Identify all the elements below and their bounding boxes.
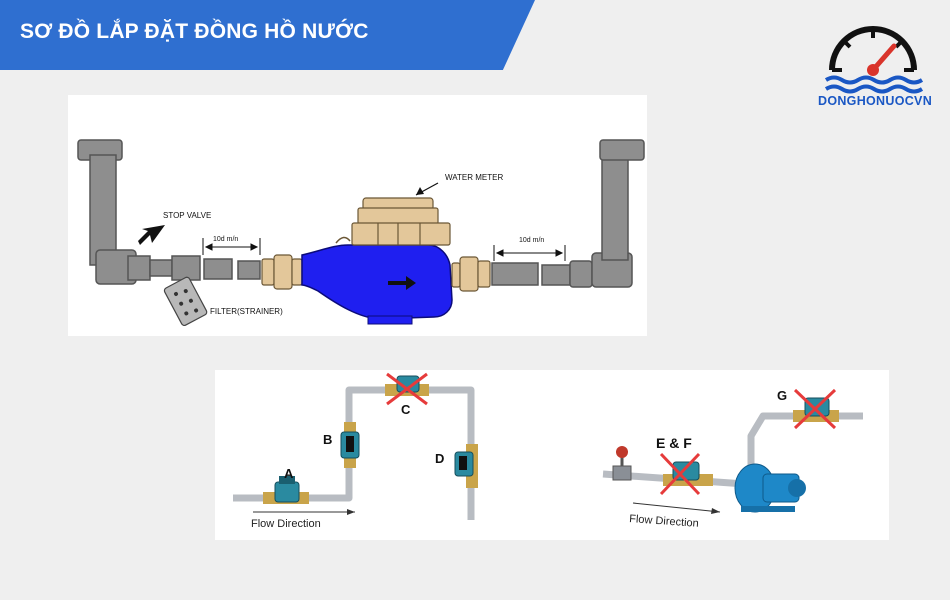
not-recommended-cross-ef — [659, 452, 701, 496]
meter-wire — [335, 236, 351, 244]
label-c: C — [401, 402, 411, 417]
right-distance-label: 10d m/n — [519, 237, 544, 244]
outlet-coupling — [451, 256, 491, 292]
stop-valve-label: STOP VALVE — [163, 211, 211, 220]
page-title: SƠ ĐỒ LẮP ĐẶT ĐỒNG HỒ NƯỚC — [20, 20, 369, 43]
inlet-pipe — [127, 255, 261, 281]
outlet-pipe — [491, 260, 593, 288]
meter-body — [301, 244, 453, 320]
strainer-filter — [163, 276, 208, 327]
not-recommended-cross-g — [793, 388, 837, 430]
gate-valve — [612, 446, 632, 481]
logo-wordmark: DONGHONUOCVN — [818, 94, 933, 108]
title-banner — [0, 0, 535, 70]
left-distance-marker — [202, 238, 261, 255]
pump — [734, 463, 806, 513]
gauge-water-icon — [824, 26, 924, 94]
flow-direction-left: Flow Direction — [251, 518, 321, 530]
meter-a — [263, 476, 309, 504]
filter-label: FILTER(STRAINER) — [210, 307, 283, 316]
flow-arrow-icon — [388, 276, 416, 290]
meter-installation-diagram: STOP VALVE FILTER(STRAINER) 10d m/n — [68, 95, 647, 336]
meter-register — [351, 197, 451, 246]
left-pipe-network — [233, 386, 475, 520]
label-g: G — [777, 388, 787, 403]
right-riser-pipe — [591, 139, 645, 288]
inlet-coupling — [261, 254, 303, 290]
label-e-f: E & F — [656, 435, 692, 451]
right-pipe-network — [602, 412, 863, 488]
label-b: B — [323, 432, 332, 447]
right-distance-marker — [493, 245, 566, 261]
label-a: A — [284, 466, 294, 481]
left-riser-pipe — [77, 139, 137, 285]
not-recommended-cross-c — [386, 372, 428, 406]
flow-direction-right: Flow Direction — [629, 513, 699, 530]
meter-d — [454, 444, 478, 488]
label-d: D — [435, 451, 444, 466]
meter-position-diagram: A B C D Flow Direction — [215, 370, 889, 540]
left-distance-label: 10d m/n — [213, 236, 238, 243]
water-meter-label: WATER METER — [445, 173, 503, 182]
meter-b — [340, 422, 360, 468]
stop-valve-arrow — [138, 225, 165, 245]
